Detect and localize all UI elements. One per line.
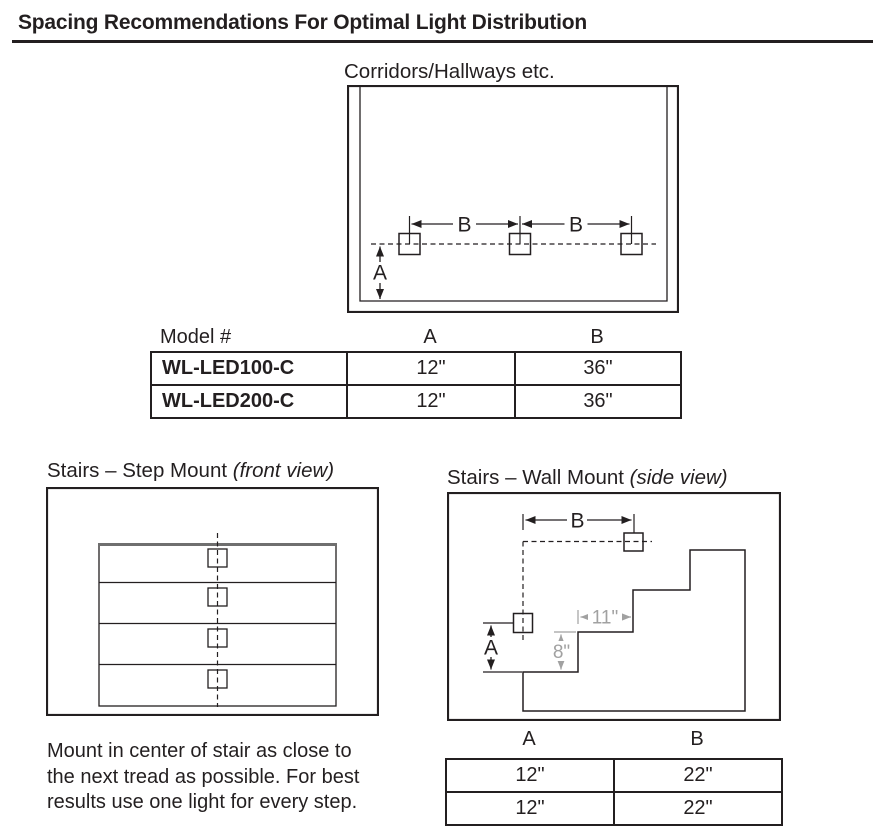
label-mask: [564, 213, 588, 234]
table-row: WL-LED100-C 12" 36": [150, 351, 682, 386]
wall-mount-diagram: B A 11" 8": [447, 492, 781, 721]
light-fixture: [512, 612, 534, 634]
step-mount-section-title: Stairs – Step Mount (front view): [47, 459, 334, 483]
table-cell-a: 12": [445, 791, 615, 826]
step-mount-subtitle: (front view): [232, 459, 335, 482]
light-fixture: [207, 587, 228, 607]
label-mask: [480, 637, 502, 657]
table-row: 12" 22": [445, 758, 783, 793]
label-mask: [369, 262, 391, 283]
light-fixture: [207, 548, 228, 568]
table-row: WL-LED200-C 12" 36": [150, 384, 682, 419]
table-cell-b: 36": [514, 384, 682, 419]
wall-mount-table: 12" 22" 12" 22": [445, 758, 783, 826]
corridor-outer-wall: [347, 85, 679, 313]
tread-depth-label: 11": [592, 608, 618, 629]
label-mask: [588, 606, 622, 627]
wall-table-header-a: A: [522, 728, 536, 750]
step-mount-diagram: [46, 487, 379, 716]
label-mask: [453, 213, 476, 234]
table-cell-b: 22": [613, 758, 783, 793]
model-table-header-model: Model #: [160, 326, 232, 348]
title-rule: [12, 40, 873, 43]
wall-table-header-b: B: [690, 728, 704, 750]
table-cell-a: 12": [346, 351, 516, 386]
light-fixture: [207, 669, 228, 689]
corridor-inner-wall: [359, 85, 668, 302]
diagram-frame: [46, 487, 379, 716]
staircase-profile: [522, 549, 746, 712]
table-cell-a: 12": [346, 384, 516, 419]
dim-a-label: A: [484, 637, 498, 660]
label-mask: [567, 509, 587, 531]
dim-b-label: B: [570, 510, 584, 533]
table-cell-model: WL-LED100-C: [150, 351, 348, 386]
mounting-note: Mount in center of stair as close to the…: [47, 739, 407, 816]
label-mask: [550, 641, 572, 661]
dim-b-label: B: [457, 214, 471, 237]
table-cell-model: WL-LED200-C: [150, 384, 348, 419]
light-fixture: [207, 628, 228, 648]
model-table-header-a: A: [423, 326, 437, 348]
table-cell-b: 22": [613, 791, 783, 826]
corridor-diagram: B B A: [347, 85, 679, 313]
dim-b-label: B: [569, 214, 583, 237]
riser-height-label: 8": [553, 642, 570, 663]
step-mount-title: Stairs – Step Mount: [47, 459, 228, 482]
page-title: Spacing Recommendations For Optimal Ligh…: [18, 11, 588, 34]
mounting-note-line: results use one light for every step.: [47, 791, 358, 813]
wall-mount-title: Stairs – Wall Mount: [447, 466, 624, 489]
corridor-section-title: Corridors/Hallways etc.: [344, 60, 555, 83]
mounting-note-line: Mount in center of stair as close to: [47, 740, 352, 762]
dim-a-label: A: [373, 262, 387, 285]
mounting-note-line: the next tread as possible. For best: [47, 765, 360, 788]
table-cell-a: 12": [445, 758, 615, 793]
table-cell-b: 36": [514, 351, 682, 386]
model-table-header-b: B: [590, 326, 604, 348]
table-row: 12" 22": [445, 791, 783, 826]
diagram-frame: [447, 492, 781, 721]
wall-mount-section-title: Stairs – Wall Mount (side view): [447, 466, 728, 490]
wall-mount-subtitle: (side view): [629, 466, 728, 489]
model-table: WL-LED100-C 12" 36" WL-LED200-C 12" 36": [150, 351, 682, 419]
